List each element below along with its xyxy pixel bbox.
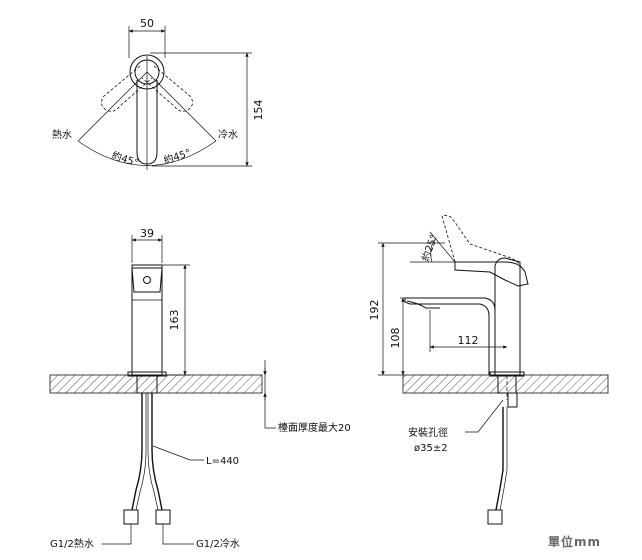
mount-stud bbox=[507, 392, 518, 408]
spout-height-dim: 108 bbox=[389, 328, 402, 349]
hose-length-label: L=440 bbox=[206, 456, 239, 467]
angle-arc bbox=[430, 237, 437, 263]
aerator bbox=[406, 300, 440, 309]
hot-connector-label: G1/2熱水 bbox=[50, 537, 94, 550]
connector-side bbox=[487, 509, 503, 525]
cold-connector-label: G1/2冷水 bbox=[196, 537, 240, 550]
side-angle-label: 約25° bbox=[419, 233, 441, 264]
angle-ray bbox=[146, 71, 217, 142]
lever-indicator bbox=[143, 276, 151, 284]
handle-ghost-left bbox=[101, 65, 153, 112]
hole-size-label: ø35±2 bbox=[414, 443, 448, 454]
leader-line bbox=[152, 445, 204, 461]
counter-thickness-label: 檯面厚度最大20 bbox=[278, 421, 351, 434]
lever-front bbox=[131, 267, 163, 293]
leader-line bbox=[264, 408, 276, 429]
leader-line bbox=[162, 524, 194, 545]
side-view: 約25° 192 108 112 安裝孔徑 ø35±2 bbox=[368, 214, 609, 525]
angle-right-label: 約45° bbox=[162, 146, 192, 167]
front-height-dim: 163 bbox=[168, 310, 181, 331]
spout-side bbox=[404, 297, 496, 376]
connector-cold bbox=[155, 509, 171, 525]
faucet-body-front bbox=[131, 264, 163, 376]
top-view: 50 154 熱水 冷水 約45° 約45° bbox=[52, 17, 265, 170]
unit-label: 單位mm bbox=[548, 534, 601, 549]
leader-line bbox=[102, 524, 132, 545]
angle-ray bbox=[77, 71, 148, 142]
handle-ghost-right bbox=[141, 65, 193, 112]
lever-side bbox=[454, 261, 529, 287]
total-height-dim: 192 bbox=[368, 300, 381, 321]
mount-shank bbox=[136, 375, 158, 394]
hole-label: 安裝孔徑 bbox=[408, 426, 448, 439]
cold-water-label: 冷水 bbox=[218, 128, 238, 141]
top-width-dim: 50 bbox=[140, 17, 154, 30]
front-width-dim: 39 bbox=[140, 227, 154, 240]
angle-left-label: 約45° bbox=[110, 148, 140, 169]
connector-hot bbox=[123, 509, 139, 525]
body-side bbox=[494, 257, 521, 376]
top-depth-dim: 154 bbox=[252, 100, 265, 121]
leader-line bbox=[465, 399, 504, 433]
angle-ray bbox=[429, 231, 456, 263]
countertop-front bbox=[49, 374, 263, 394]
hot-water-label: 熱水 bbox=[52, 128, 72, 141]
countertop-side bbox=[402, 374, 609, 394]
front-view: 39 163 檯面厚度最大20 L=440 G1/2熱水 G1/2冷水 bbox=[49, 227, 351, 550]
hose-side bbox=[495, 407, 504, 511]
hose-hot-inner bbox=[135, 393, 147, 511]
hose-hot bbox=[131, 393, 143, 511]
angle-arc bbox=[77, 140, 217, 166]
hose-cold-inner bbox=[147, 393, 159, 511]
hose-side-inner bbox=[499, 407, 508, 511]
hose-cold bbox=[151, 393, 163, 511]
reach-dim: 112 bbox=[458, 334, 479, 347]
lever-ghost-side bbox=[441, 214, 523, 271]
